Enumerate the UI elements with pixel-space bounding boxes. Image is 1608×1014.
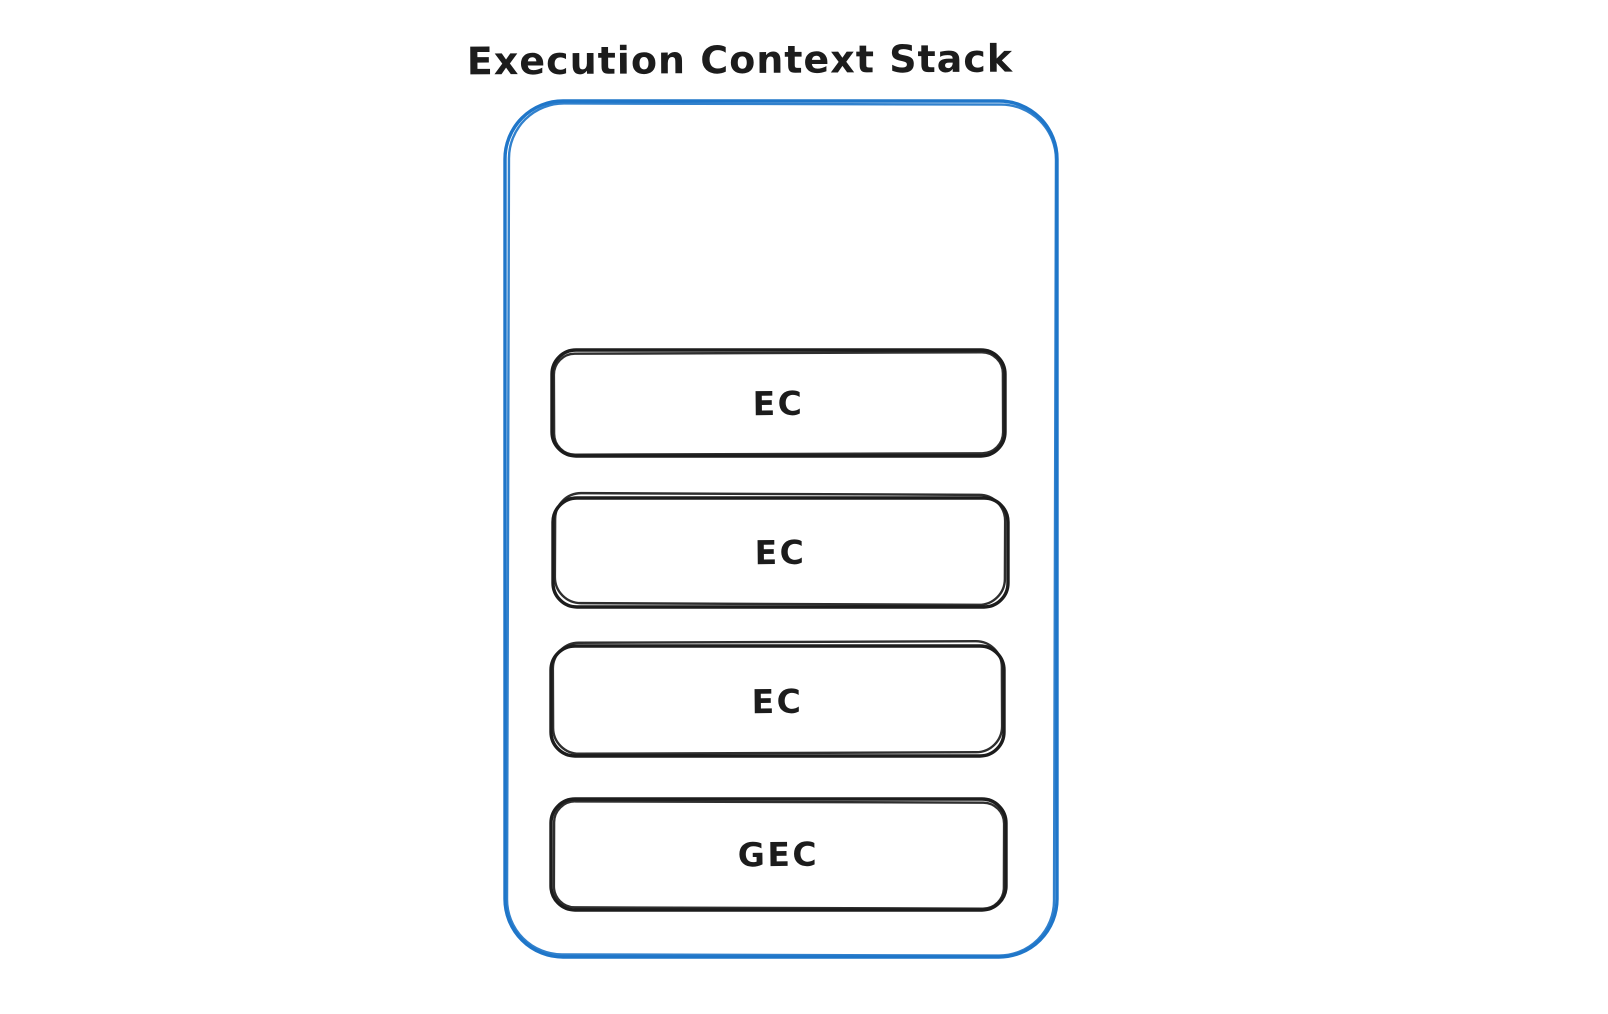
stack-container-border: [503, 99, 1059, 959]
ec-box-3-outline: [549, 640, 1006, 758]
ec-box-1-outline: [550, 348, 1007, 458]
ec-box-2-outline: [551, 491, 1010, 609]
stack-container-border-sketch-pass: [505, 102, 1058, 957]
ec-box-1-border: [550, 348, 1007, 458]
gec-box-outline: [549, 797, 1008, 912]
ec-box-1-border-sketch-pass: [552, 351, 1005, 456]
gec-box-border-sketch-pass: [552, 800, 1006, 910]
ec-box-3-border-sketch-pass: [551, 640, 1004, 755]
ec-box-2-border-sketch-pass: [553, 491, 1007, 607]
ec-box-2-border: [551, 496, 1010, 609]
gec-box-border: [549, 797, 1008, 912]
ec-box-3-border: [549, 644, 1006, 758]
stack-container-outline: [503, 99, 1059, 959]
